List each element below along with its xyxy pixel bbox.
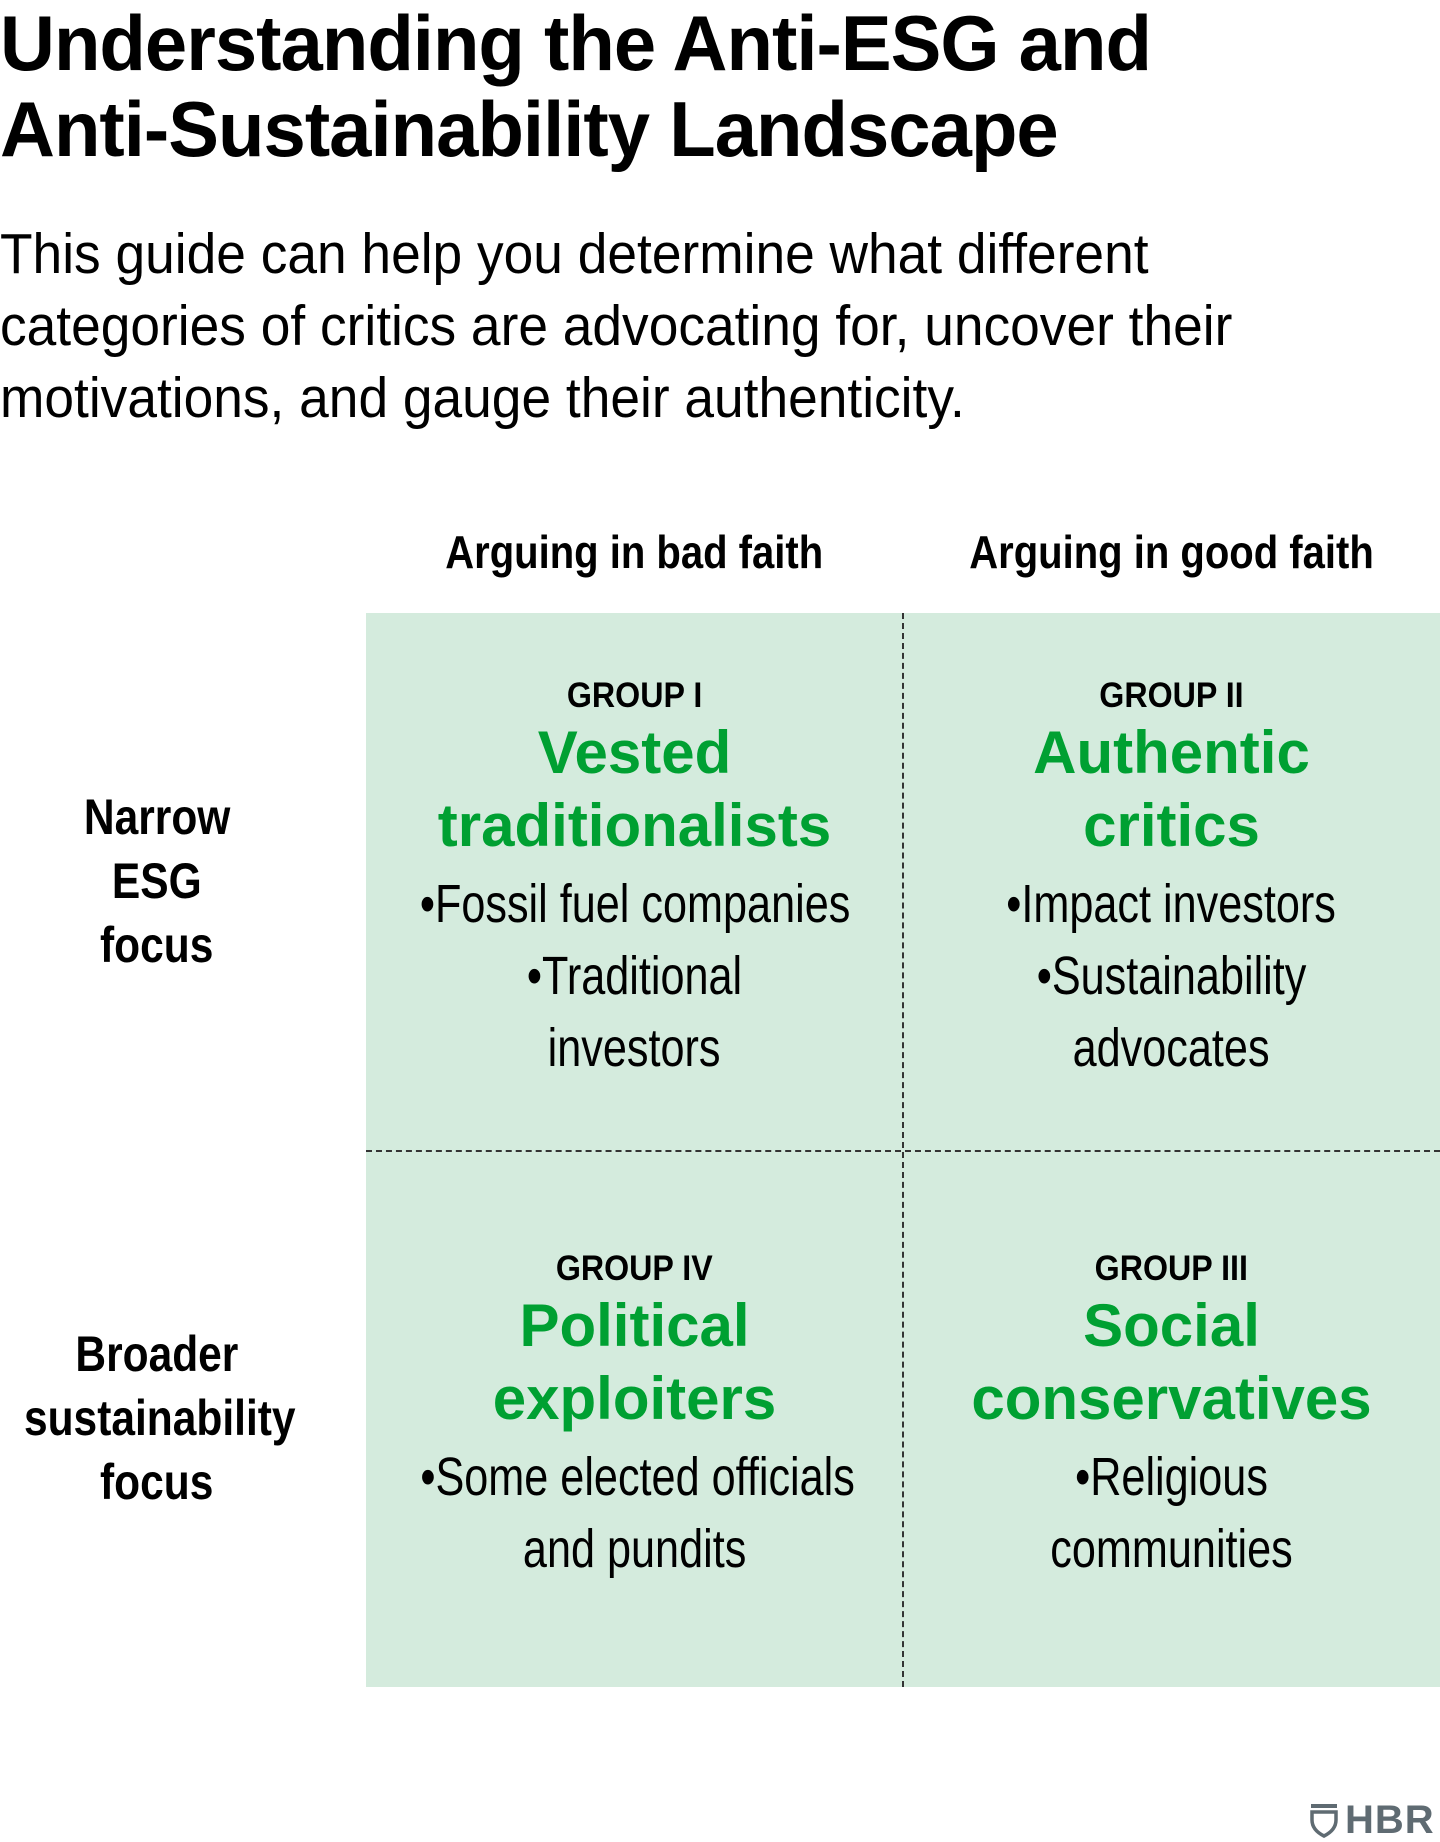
quadrant-group-4: GROUP IV Political exploiters •Some elec… bbox=[366, 1249, 903, 1585]
member-item: •Fossil fuel companies bbox=[419, 874, 851, 934]
page-subtitle: This guide can help you determine what d… bbox=[0, 218, 1232, 434]
group-name-line: Political bbox=[519, 1292, 750, 1359]
group-label: GROUP III bbox=[903, 1249, 1440, 1289]
column-header-label: Arguing in good faith bbox=[969, 526, 1374, 578]
group-label-text: GROUP IV bbox=[556, 1249, 713, 1288]
quadrant-group-1: GROUP I Vested traditionalists •Fossil f… bbox=[366, 676, 903, 1084]
title-line-2: Anti-Sustainability Landscape bbox=[0, 85, 1059, 173]
group-name-line: conservatives bbox=[971, 1365, 1372, 1432]
quadrant-group-2: GROUP II Authentic critics •Impact inves… bbox=[903, 676, 1440, 1084]
member-item: advocates bbox=[1073, 1018, 1270, 1078]
group-members: •Some elected officials and pundits bbox=[366, 1441, 903, 1585]
quadrant-group-3: GROUP III Social conservatives •Religiou… bbox=[903, 1249, 1440, 1585]
member-item: investors bbox=[548, 1018, 721, 1078]
hbr-logo-text: HBR bbox=[1345, 1798, 1435, 1842]
subtitle-line-1: This guide can help you determine what d… bbox=[0, 222, 1149, 286]
row-label-line: focus bbox=[100, 917, 214, 973]
group-label: GROUP IV bbox=[366, 1249, 903, 1289]
member-item: and pundits bbox=[522, 1519, 747, 1579]
page-title: Understanding the Anti-ESG and Anti-Sust… bbox=[0, 0, 1404, 172]
row-label-line: Broader bbox=[75, 1326, 239, 1382]
row-label-line: Narrow bbox=[83, 789, 231, 845]
column-header-bad-faith: Arguing in bad faith bbox=[366, 522, 903, 582]
group-name-line: Authentic bbox=[1033, 719, 1310, 786]
group-name-line: exploiters bbox=[492, 1365, 777, 1432]
group-name: Social conservatives bbox=[903, 1289, 1440, 1435]
subtitle-line-3: motivations, and gauge their authenticit… bbox=[0, 366, 965, 430]
member-item: •Impact investors bbox=[1006, 874, 1337, 934]
group-name: Vested traditionalists bbox=[366, 716, 903, 862]
group-label-text: GROUP I bbox=[566, 676, 703, 715]
group-name-line: Social bbox=[1083, 1292, 1260, 1359]
group-label-text: GROUP II bbox=[1099, 676, 1244, 715]
subtitle-line-2: categories of critics are advocating for… bbox=[0, 294, 1233, 358]
column-header-good-faith: Arguing in good faith bbox=[903, 522, 1440, 582]
group-label-text: GROUP III bbox=[1094, 1249, 1249, 1288]
title-line-1: Understanding the Anti-ESG and bbox=[0, 0, 1152, 87]
horizontal-divider bbox=[366, 1150, 1440, 1152]
group-label: GROUP II bbox=[903, 676, 1440, 716]
row-label-line: ESG bbox=[112, 853, 202, 909]
group-name-line: critics bbox=[1083, 792, 1260, 859]
member-item: •Traditional bbox=[526, 946, 743, 1006]
row-label-line: sustainability bbox=[23, 1390, 296, 1446]
hbr-logo: HBR bbox=[1309, 1800, 1435, 1840]
member-item: •Religious bbox=[1075, 1447, 1268, 1507]
group-members: •Religious communities bbox=[903, 1441, 1440, 1585]
member-item: communities bbox=[1050, 1519, 1293, 1579]
row-label-narrow-esg: Narrow ESG focus bbox=[0, 785, 314, 977]
member-item: •Sustainability bbox=[1036, 946, 1307, 1006]
group-name: Political exploiters bbox=[366, 1289, 903, 1435]
group-name-line: traditionalists bbox=[437, 792, 832, 859]
group-label: GROUP I bbox=[366, 676, 903, 716]
row-label-line: focus bbox=[100, 1454, 214, 1510]
group-members: •Fossil fuel companies •Traditional inve… bbox=[366, 868, 903, 1084]
group-name: Authentic critics bbox=[903, 716, 1440, 862]
group-name-line: Vested bbox=[537, 719, 732, 786]
column-header-label: Arguing in bad faith bbox=[445, 526, 824, 578]
row-label-broader-sustainability: Broader sustainability focus bbox=[0, 1322, 314, 1514]
member-item: •Some elected officials bbox=[420, 1447, 855, 1507]
hbr-shield-icon bbox=[1310, 1804, 1338, 1838]
group-members: •Impact investors •Sustainability advoca… bbox=[903, 868, 1440, 1084]
